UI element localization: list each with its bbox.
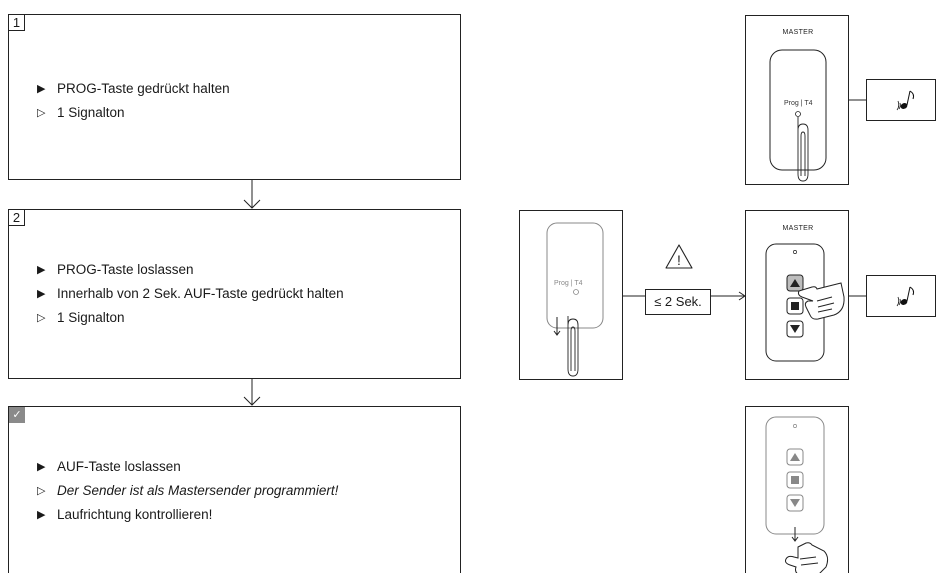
master-label: MASTER <box>782 225 814 232</box>
action-marker-icon: ▶ <box>37 83 46 95</box>
action-marker-icon: ▶ <box>37 264 46 276</box>
step-3-box: ✓ ▶AUF-Taste loslassen ▷Der Sender ist a… <box>8 406 461 573</box>
svg-text:!: ! <box>677 252 681 268</box>
action-marker-icon: ▶ <box>37 509 46 521</box>
up-arrow-icon <box>786 274 804 292</box>
down-arrow-icon <box>786 494 804 512</box>
figure-master-up-press: MASTER <box>745 210 849 380</box>
time-limit-box: ≤ 2 Sek. <box>645 289 711 315</box>
figure-master-prog-press: MASTER Prog | T4 <box>745 15 849 185</box>
instruction-line: ▶PROG-Taste gedrückt halten <box>37 81 230 96</box>
signal-tone-box <box>866 79 936 121</box>
step-3-instructions: ▶AUF-Taste loslassen ▷Der Sender ist als… <box>37 458 338 530</box>
result-marker-icon: ▷ <box>37 107 46 119</box>
prog-t4-label: Prog | T4 <box>554 280 583 287</box>
stop-icon <box>786 297 804 315</box>
step-1-box: 1 ▶PROG-Taste gedrückt halten ▷1 Signalt… <box>8 14 461 180</box>
step-1-instructions: ▶PROG-Taste gedrückt halten ▷1 Signalton <box>37 80 230 128</box>
result-marker-icon: ▷ <box>37 312 46 324</box>
remote-front-drawing <box>765 416 829 573</box>
release-arrow-icon <box>553 317 561 336</box>
up-arrow-icon <box>786 448 804 466</box>
release-arrow-icon <box>791 527 799 542</box>
instruction-line: ▷Der Sender ist als Mastersender program… <box>37 483 339 498</box>
master-label: MASTER <box>782 29 814 36</box>
step-2-box: 2 ▶PROG-Taste loslassen ▶Innerhalb von 2… <box>8 209 461 379</box>
down-arrow-icon <box>243 379 261 406</box>
figure-prog-release: Prog | T4 <box>519 210 623 380</box>
step-number: 2 <box>9 210 25 226</box>
down-arrow-icon <box>786 320 804 338</box>
step-2-instructions: ▶PROG-Taste loslassen ▶Innerhalb von 2 S… <box>37 261 344 333</box>
instruction-line: ▶Innerhalb von 2 Sek. AUF-Taste gedrückt… <box>37 286 344 301</box>
action-marker-icon: ▶ <box>37 288 46 300</box>
figure-up-release <box>745 406 849 573</box>
paperclip-icon <box>567 316 579 377</box>
stop-icon <box>786 471 804 489</box>
remote-front-drawing <box>765 243 845 362</box>
warning-icon: ! <box>665 244 693 269</box>
check-icon: ✓ <box>9 407 25 423</box>
signal-tone-box <box>866 275 936 317</box>
sound-note-icon <box>896 286 915 307</box>
hand-press-icon <box>797 282 845 320</box>
instruction-line: ▷1 Signalton <box>37 310 125 325</box>
instruction-line: ▷1 Signalton <box>37 105 125 120</box>
result-marker-icon: ▷ <box>37 485 46 497</box>
instruction-line: ▶Laufrichtung kontrollieren! <box>37 507 213 522</box>
right-arrow-icon <box>711 291 746 301</box>
step-number: 1 <box>9 15 25 31</box>
action-marker-icon: ▶ <box>37 461 46 473</box>
remote-back-drawing <box>546 222 604 377</box>
hand-press-icon <box>785 542 829 573</box>
sound-note-icon <box>896 90 915 111</box>
instruction-line: ▶AUF-Taste loslassen <box>37 459 181 474</box>
remote-back-drawing <box>769 49 827 182</box>
instruction-line: ▶PROG-Taste loslassen <box>37 262 194 277</box>
prog-t4-label: Prog | T4 <box>784 100 813 107</box>
down-arrow-icon <box>243 180 261 209</box>
paperclip-icon <box>797 117 809 182</box>
